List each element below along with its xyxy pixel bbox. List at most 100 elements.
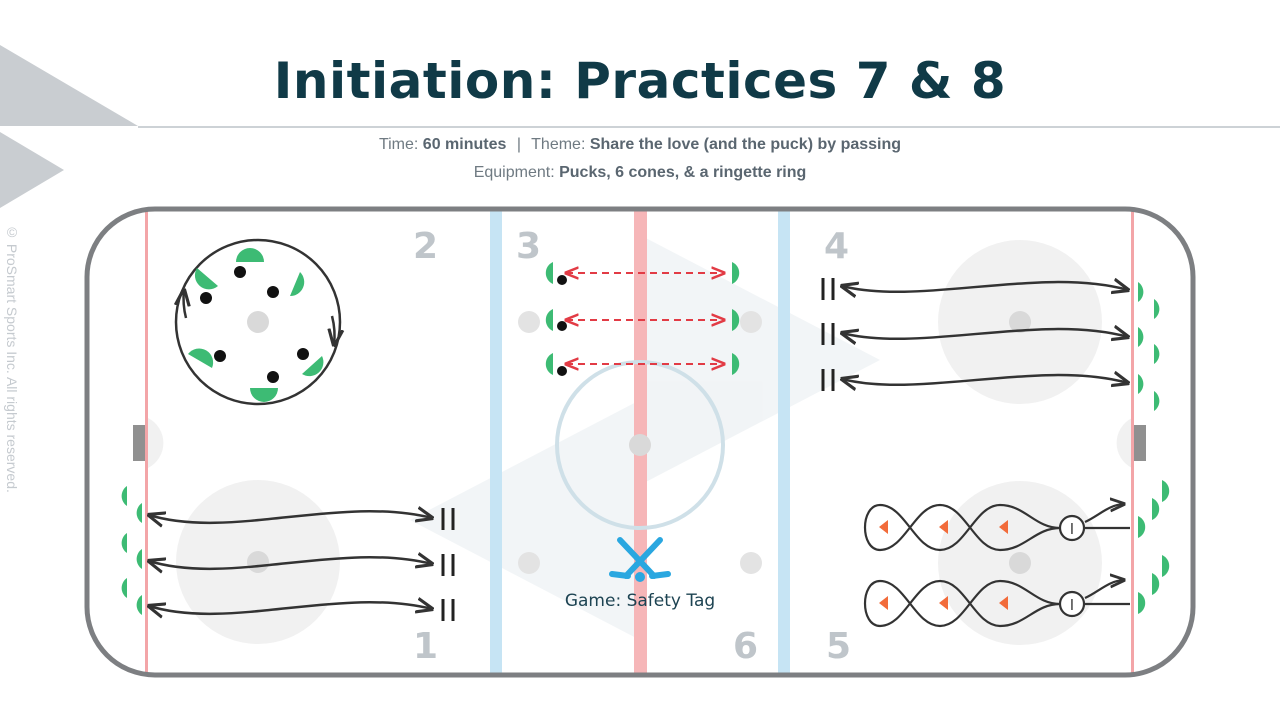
puck: [557, 366, 567, 376]
player-icon: [1154, 299, 1160, 319]
player-icon: [194, 268, 218, 290]
stop-mark: [441, 599, 455, 621]
cone-icon: [939, 520, 948, 534]
puck: [267, 371, 279, 383]
faceoff-dot: [247, 311, 269, 333]
zone-number-1: 1: [413, 626, 438, 667]
pass-arrow: [149, 557, 432, 569]
puck: [214, 350, 226, 362]
copyright-notice: © ProSmart Sports Inc. All rights reserv…: [4, 224, 20, 493]
player-icon: [136, 503, 142, 523]
puck: [557, 321, 567, 331]
stop-mark: [441, 508, 455, 530]
weave-path-top: l: [863, 504, 1130, 552]
equipment-value: Pucks, 6 cones, & a ringette ring: [559, 164, 807, 181]
player-icon: [1138, 282, 1144, 302]
player-icon: [732, 262, 740, 284]
player-icon: [121, 533, 127, 553]
station-6-game: Game: Safety Tag: [565, 537, 715, 611]
svg-text:l: l: [1070, 598, 1074, 614]
drill-path-circle: [174, 238, 342, 406]
station-4-passing-drill: [821, 278, 1160, 411]
player-icon: [545, 309, 553, 331]
cone-icon: [939, 596, 948, 610]
goal-crease-right: [1116, 418, 1132, 468]
zone-number-6: 6: [733, 626, 758, 667]
stop-mark: [441, 554, 455, 576]
neutral-dot: [740, 311, 762, 333]
player-icon: [250, 388, 278, 402]
zone-number-4: 4: [824, 226, 849, 267]
neutral-dot: [518, 311, 540, 333]
puck: [234, 266, 246, 278]
player-icon: [121, 578, 127, 598]
goal-net-right: [1134, 425, 1146, 461]
goal-net-left: [133, 425, 145, 461]
player-icon: [236, 248, 264, 262]
cone-icon: [999, 596, 1008, 610]
player-icon: [1138, 374, 1144, 394]
stop-mark: [821, 278, 835, 300]
neutral-dot: [740, 552, 762, 574]
practice-time-theme: Time: 60 minutes | Theme: Share the love…: [0, 136, 1280, 154]
puck: [267, 286, 279, 298]
player-icon: [188, 348, 214, 368]
player-icon: [136, 549, 142, 569]
station-3-straight-passes: [545, 262, 740, 376]
theme-label: Theme:: [531, 136, 586, 153]
zone-number-2: 2: [413, 226, 438, 267]
station-2-circle-drill: [174, 238, 342, 406]
player-icon: [732, 353, 740, 375]
player-icon: [545, 353, 553, 375]
zone-number-3: 3: [516, 226, 541, 267]
pass-arrow: [842, 282, 1128, 292]
player-icon: [136, 595, 142, 615]
watermark-logo: [410, 235, 880, 640]
player-icon: [1154, 391, 1160, 411]
rink-boards: [84, 206, 1196, 678]
crossed-sticks-icon: [609, 537, 671, 582]
rotation-arrow: [184, 290, 186, 319]
puck: [200, 292, 212, 304]
faceoff-dot: [1009, 552, 1031, 574]
player-icon: [1152, 573, 1160, 595]
pass-arrow: [842, 375, 1128, 385]
game-label: Game: Safety Tag: [565, 591, 715, 611]
player-icon: [545, 262, 553, 284]
time-value: 60 minutes: [422, 136, 507, 153]
blue-line-left: [490, 209, 502, 675]
stop-mark: [821, 323, 835, 345]
pass-arrow: [842, 329, 1128, 339]
corner-chevron-decoration: [0, 45, 138, 208]
goal-line-left: [145, 209, 148, 675]
practice-equipment: Equipment: Pucks, 6 cones, & a ringette …: [0, 164, 1280, 182]
player-icon: [1138, 592, 1146, 614]
cone-icon: [879, 596, 888, 610]
blue-line-right: [778, 209, 790, 675]
station-1-passing-drill: [121, 486, 455, 621]
player-icon: [1152, 498, 1160, 520]
faceoff-dot: [247, 551, 269, 573]
pass-arrow: [149, 602, 432, 614]
player-icon: [732, 309, 740, 331]
page-title: Initiation: Practices 7 & 8: [273, 52, 1007, 110]
title-divider: [138, 126, 1280, 128]
cone-icon: [999, 520, 1008, 534]
player-icon: [1154, 344, 1160, 364]
puck: [297, 348, 309, 360]
player-icon: [1162, 480, 1170, 502]
weave-path-bottom: l: [863, 580, 1130, 628]
player-icon: [302, 356, 324, 377]
player-icon: [121, 486, 127, 506]
rotation-arrow: [332, 315, 335, 345]
neutral-dot: [518, 552, 540, 574]
player-icon: [1138, 327, 1144, 347]
puck: [557, 275, 567, 285]
time-label: Time:: [378, 136, 419, 153]
zone-number-5: 5: [826, 626, 851, 667]
svg-text:l: l: [1070, 522, 1074, 538]
player-icon: [290, 272, 305, 297]
info-separator: |: [516, 136, 521, 153]
theme-value: Share the love (and the puck) by passing: [589, 136, 902, 153]
